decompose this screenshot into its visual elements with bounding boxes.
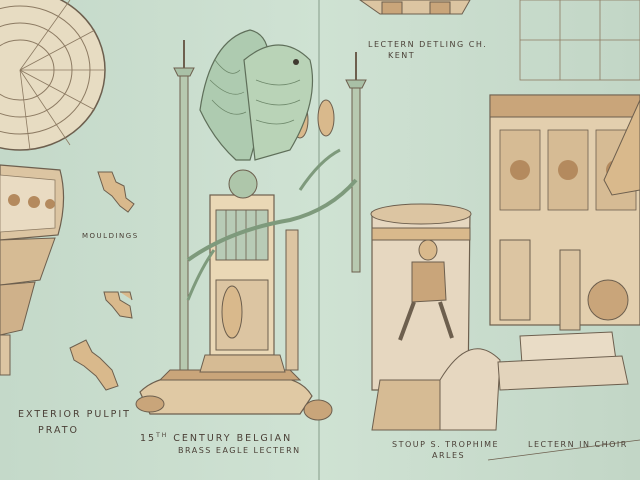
caption-exterior-pulpit-line1: EXTERIOR PULPIT	[18, 409, 131, 420]
mouldings-profiles	[69, 171, 135, 391]
stoup-illustration	[370, 203, 501, 431]
caption-stoup-line1: STOUP S. TROPHIME	[392, 440, 500, 449]
caption-mouldings: MOULDINGS	[82, 232, 139, 240]
caption-belgian-text: CENTURY BELGIAN	[168, 433, 293, 445]
caption-exterior-pulpit-line2: PRATO	[38, 425, 79, 436]
eagle-lectern-illustration	[135, 29, 367, 421]
caption-stoup-line2: ARLES	[432, 451, 466, 460]
caption-belgian-lectern-line1: 15TH CENTURY BELGIAN	[140, 432, 292, 444]
caption-century-number: 15	[140, 433, 157, 445]
caption-lectern-detling-line2: KENT	[388, 51, 416, 60]
caption-lectern-detling-line1: LECTERN DETLING CH.	[368, 40, 488, 49]
caption-belgian-lectern-line2: BRASS EAGLE LECTERN	[178, 446, 301, 455]
caption-lectern-in-choir: LECTERN IN CHOIR	[528, 440, 628, 449]
caption-century-suffix: TH	[156, 432, 169, 439]
choir-illustration	[487, 0, 640, 461]
detling-lectern-fragment	[359, 0, 471, 15]
pulpit-illustration	[0, 0, 106, 376]
